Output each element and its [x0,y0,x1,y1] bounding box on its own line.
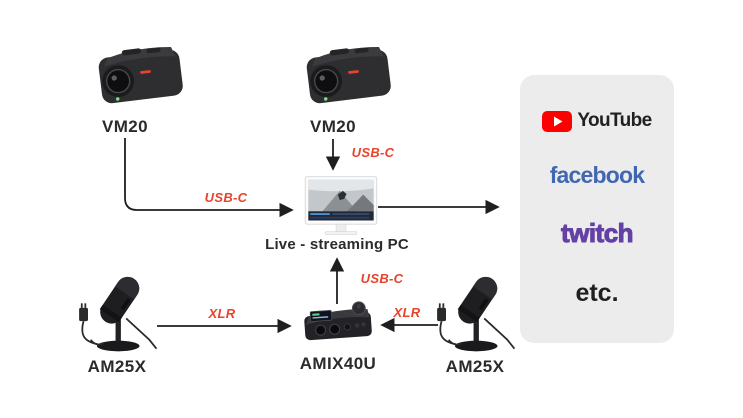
mixer-label: AMIX40U [299,354,377,373]
usbc-label-cam1: USB-C [204,190,248,205]
platforms-etc-label: etc. [575,278,619,307]
facebook-wordmark: facebook [549,161,645,188]
amix40u-mixer-icon [304,301,372,341]
vm20-camera-icon [306,47,391,104]
camera-1-label: VM20 [101,117,148,136]
camera-2-label: VM20 [309,117,356,136]
xlr-label-left: XLR [208,306,236,321]
camera-1-illustration [86,34,192,116]
mic-left-illustration [70,274,170,354]
streaming-platforms-panel: YouTube facebook twitch etc. [520,75,674,343]
mic-right-label: AM25X [445,357,505,376]
am25x-microphone-icon [79,276,158,352]
mic-right-illustration [428,274,528,354]
camera-2-illustration [294,34,400,116]
usbc-label-mixer: USB-C [360,271,404,286]
youtube-play-icon [542,110,573,132]
monitor-icon [304,176,378,235]
arrow-cam1-to-pc [124,138,294,218]
xlr-label-right: XLR [393,305,421,320]
mixer-illustration [299,296,377,352]
twitch-wordmark: twitch [560,218,634,249]
vm20-camera-icon [98,47,183,104]
pc-illustration [304,176,378,236]
usbc-label-cam2: USB-C [351,145,395,160]
youtube-wordmark: YouTube [577,110,652,132]
platform-youtube: YouTube [542,110,652,132]
pc-label: Live - streaming PC [265,236,409,253]
am25x-microphone-icon [437,276,516,352]
mic-left-label: AM25X [87,357,147,376]
